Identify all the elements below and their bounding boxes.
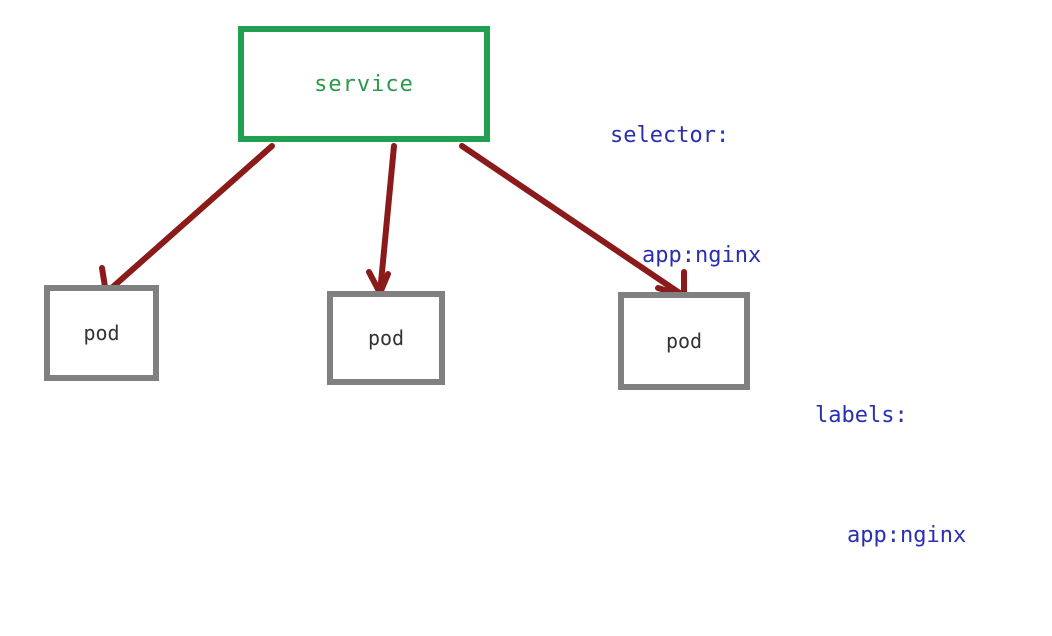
service-box: service <box>238 26 490 142</box>
pod-box: pod <box>327 291 445 385</box>
pod-box: pod <box>44 285 159 381</box>
labels-annotation: labels: app:nginx <box>815 316 966 636</box>
arrow-service-to-pod-1 <box>99 143 275 297</box>
selector-key: selector: <box>610 123 730 148</box>
selector-value: app:nginx <box>642 243 762 268</box>
pod-label: pod <box>665 329 703 353</box>
pod-box: pod <box>618 292 750 390</box>
pod-label: pod <box>83 321 120 345</box>
service-label: service <box>314 71 414 97</box>
service-pod-diagram: service pod pod pod selector: app:nginx … <box>44 26 966 548</box>
labels-key: labels: <box>815 403 908 428</box>
selector-annotation: selector: app:nginx <box>610 36 761 356</box>
pod-label: pod <box>367 326 405 350</box>
labels-value: app:nginx <box>847 523 967 548</box>
arrow-service-to-pod-2 <box>366 143 397 301</box>
